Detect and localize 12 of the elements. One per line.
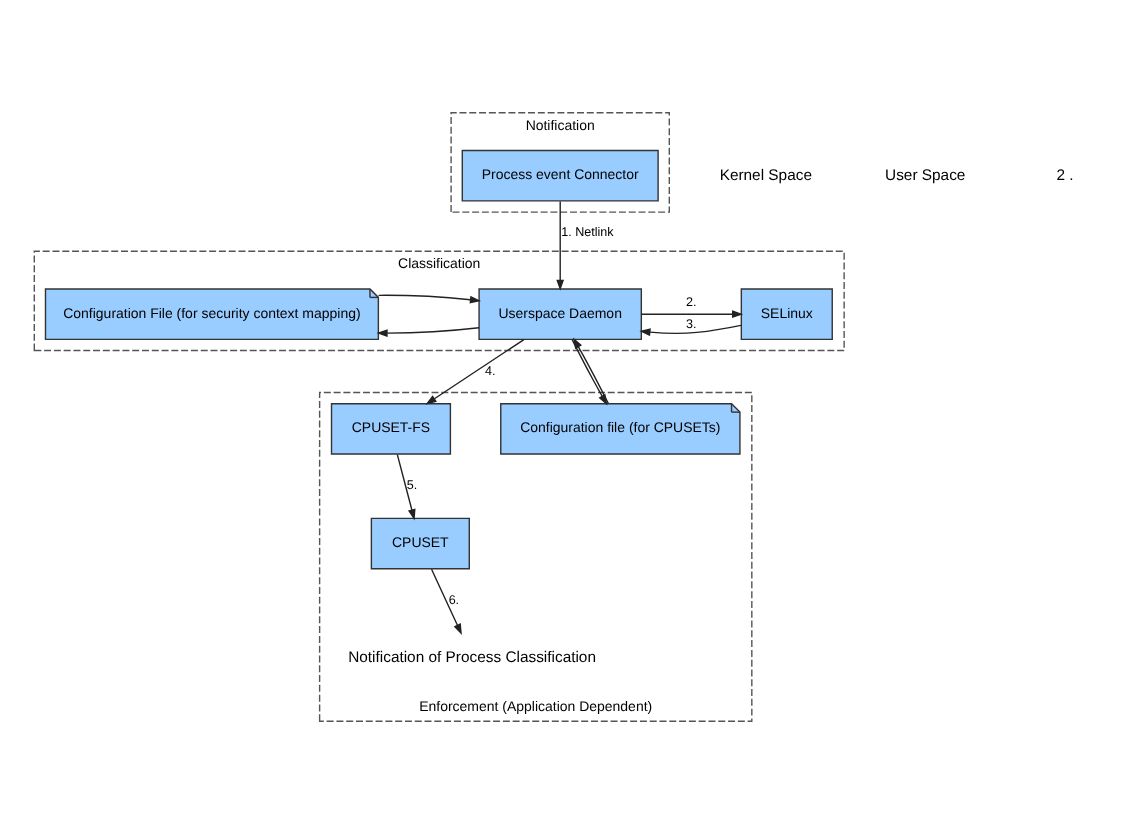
arrow bbox=[639, 323, 742, 336]
arrow bbox=[425, 337, 525, 404]
arrow bbox=[376, 326, 480, 336]
arrow bbox=[430, 567, 462, 634]
arrow bbox=[556, 199, 565, 290]
label: User Space bbox=[885, 164, 966, 183]
node-text: Notification of Process Classification bbox=[348, 647, 596, 666]
arrow bbox=[396, 452, 416, 520]
label: 2 . bbox=[1056, 164, 1074, 183]
arrow bbox=[377, 293, 482, 303]
arrow bbox=[640, 309, 744, 318]
label: Kernel Space bbox=[719, 164, 812, 183]
